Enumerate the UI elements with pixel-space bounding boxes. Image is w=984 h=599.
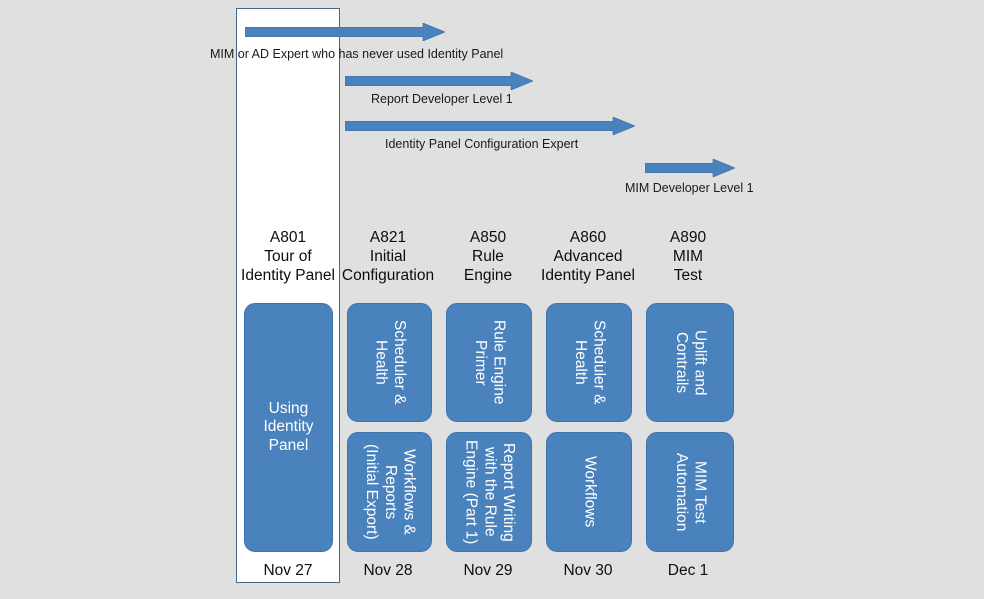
course-code-a821: A821 <box>369 229 407 246</box>
session-label-rule-engine-primer: Rule Engine Primer <box>472 320 508 405</box>
arrow-report-developer-level-1-track <box>345 72 533 90</box>
course-title-line2-a860: Identity Panel <box>541 266 635 284</box>
course-code-a850: A850 <box>469 229 507 246</box>
session-label-workflows: Workflows <box>581 456 599 528</box>
session-box-scheduler-and-health[interactable]: Scheduler & Health <box>347 303 432 422</box>
arrow-label-identity-panel-configuration-expert-track: Identity Panel Configuration Expert <box>385 137 579 151</box>
arrow-label-report-developer-level-1-track: Report Developer Level 1 <box>371 92 513 106</box>
course-code-a890: A890 <box>669 229 707 246</box>
course-code-a801: A801 <box>269 229 307 246</box>
session-label-mim-test-automation: MIM Test Automation <box>673 452 709 532</box>
course-code-a860: A860 <box>569 229 607 246</box>
session-label-report-writing-with-the-rule-engine-part-1: Report Writing with the Rule Engine (Par… <box>462 439 517 545</box>
course-title-line1-a821: Initial <box>369 247 407 265</box>
date-label-a801: Nov 27 <box>263 562 313 579</box>
arrow-glyph-icon <box>345 72 533 90</box>
arrow-identity-panel-configuration-expert-track <box>345 117 635 135</box>
session-label-scheduler-and-health: Scheduler & Health <box>372 320 409 405</box>
session-label-scheduler-and-health-advanced: Scheduler & Health <box>572 320 608 405</box>
arrow-glyph-icon <box>345 117 635 135</box>
course-title-line1-a860: Advanced <box>553 247 623 265</box>
session-box-using-identity-panel[interactable]: Using Identity Panel <box>244 303 333 552</box>
date-label-a860: Nov 30 <box>563 562 613 579</box>
arrow-label-mim-or-ad-expert-track: MIM or AD Expert who has never used Iden… <box>210 47 504 61</box>
course-title-line1-a850: Rule <box>472 247 504 265</box>
session-box-report-writing-with-the-rule-engine-part-1[interactable]: Report Writing with the Rule Engine (Par… <box>446 432 532 552</box>
session-box-workflows-and-reports-initial-export[interactable]: Workflows & Reports (Initial Export) <box>347 432 432 552</box>
session-box-mim-test-automation[interactable]: MIM Test Automation <box>646 432 734 552</box>
arrow-mim-developer-level-1-track <box>645 159 735 177</box>
course-title-line2-a801: Identity Panel <box>241 266 335 284</box>
course-title-line1-a890: MIM <box>672 247 704 265</box>
course-title-line2-a890: Test <box>673 266 703 284</box>
session-label-workflows-and-reports-initial-export: Workflows & Reports (Initial Export) <box>363 444 418 540</box>
course-title-line2-a821: Configuration <box>341 266 435 284</box>
date-label-a850: Nov 29 <box>463 562 513 579</box>
session-label-using-identity-panel: Using Identity Panel <box>263 399 314 454</box>
session-label-uplift-and-contrails: Uplift and Contrails <box>673 329 709 396</box>
date-label-a890: Dec 1 <box>667 562 709 579</box>
arrow-glyph-icon <box>645 159 735 177</box>
arrow-label-mim-developer-level-1-track: MIM Developer Level 1 <box>625 181 754 195</box>
session-box-uplift-and-contrails[interactable]: Uplift and Contrails <box>646 303 734 422</box>
date-label-a821: Nov 28 <box>363 562 413 579</box>
course-title-line1-a801: Tour of <box>264 247 312 265</box>
course-title-line2-a850: Engine <box>463 266 513 284</box>
session-box-workflows[interactable]: Workflows <box>546 432 632 552</box>
session-box-scheduler-and-health-advanced[interactable]: Scheduler & Health <box>546 303 632 422</box>
arrow-glyph-icon <box>245 23 445 41</box>
arrow-mim-or-ad-expert-track <box>245 23 445 41</box>
session-box-rule-engine-primer[interactable]: Rule Engine Primer <box>446 303 532 422</box>
